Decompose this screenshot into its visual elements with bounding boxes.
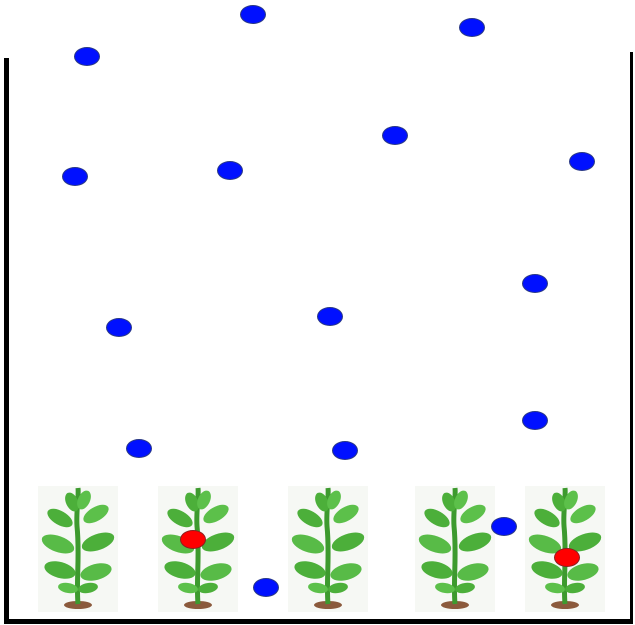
left-wall (4, 58, 9, 624)
plant-icon (158, 486, 238, 612)
plant-icon (288, 486, 368, 612)
floor (4, 619, 632, 624)
blue-ball[interactable] (106, 318, 132, 337)
blue-ball[interactable] (332, 441, 358, 460)
blue-ball[interactable] (459, 18, 485, 37)
blue-ball[interactable] (217, 161, 243, 180)
blue-ball[interactable] (126, 439, 152, 458)
right-wall (630, 52, 633, 624)
blue-ball[interactable] (522, 274, 548, 293)
plant-icon (415, 486, 495, 612)
blue-ball[interactable] (253, 578, 279, 597)
blue-ball[interactable] (491, 517, 517, 536)
red-ball[interactable] (554, 548, 580, 567)
red-ball[interactable] (180, 530, 206, 549)
blue-ball[interactable] (240, 5, 266, 24)
blue-ball[interactable] (382, 126, 408, 145)
blue-ball[interactable] (522, 411, 548, 430)
blue-ball[interactable] (62, 167, 88, 186)
plant-icon (38, 486, 118, 612)
blue-ball[interactable] (74, 47, 100, 66)
blue-ball[interactable] (569, 152, 595, 171)
blue-ball[interactable] (317, 307, 343, 326)
